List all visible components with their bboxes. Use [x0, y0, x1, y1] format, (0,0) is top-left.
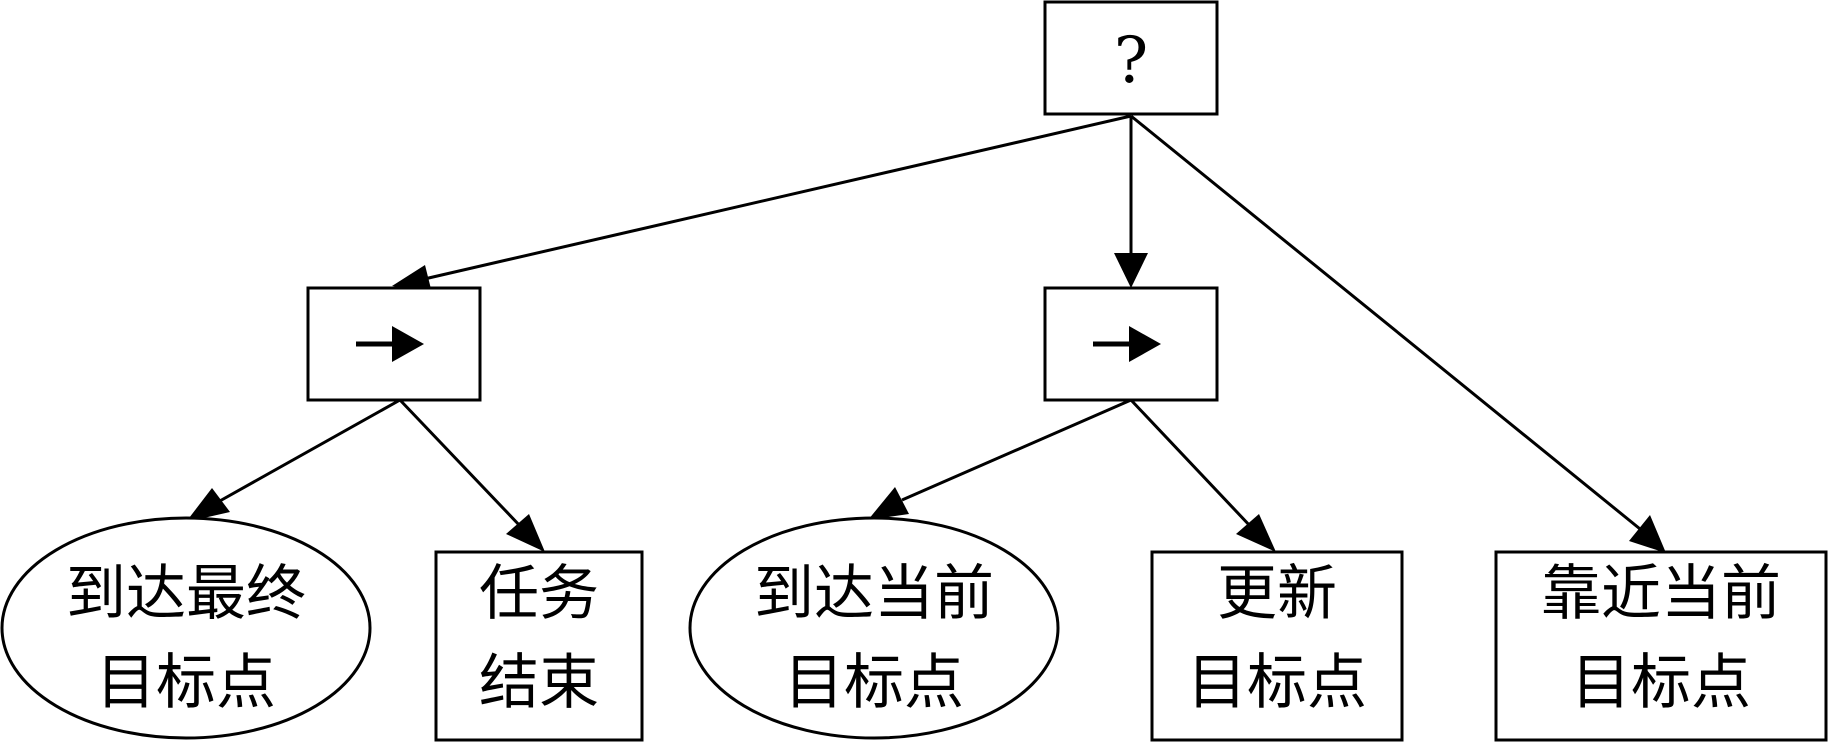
node-label-line-2: 结束 [479, 648, 599, 718]
action-node-task-end: 任务 结束 [434, 550, 644, 742]
edge-sequence-2-to-update-goal [1129, 398, 1254, 530]
arrowhead-icon [868, 487, 909, 520]
node-label-line-2: 目标点 [96, 648, 276, 718]
root-selector-node: ? [1043, 0, 1219, 116]
node-label-line-1: 到达当前 [754, 559, 994, 629]
arrowhead-icon [392, 265, 432, 293]
node-label-line-1: 靠近当前 [1541, 559, 1781, 629]
edge-root-to-approach-current-goal [1130, 114, 1646, 535]
action-node-approach-current-goal: 靠近当前 目标点 [1494, 550, 1828, 742]
action-node-update-goal: 更新 目标点 [1150, 550, 1404, 742]
node-label-line-2: 目标点 [1187, 648, 1367, 718]
edges [186, 114, 1666, 553]
node-label-line-2: 目标点 [1571, 648, 1751, 718]
sequence-node-2: → [1043, 286, 1219, 402]
sequence-arrow-icon [356, 326, 424, 362]
arrowhead-icon [1629, 515, 1666, 553]
arrowhead-icon [506, 514, 545, 552]
node-label-line-1: 任务 [479, 559, 599, 629]
condition-node-reach-final-goal: 到达最终 目标点 [0, 516, 372, 740]
sequence-arrow-icon [1093, 326, 1161, 362]
edge-sequence-2-to-reach-current-goal [901, 398, 1132, 502]
arrowhead-icon [1114, 253, 1148, 288]
node-label-line-1: 到达最终 [66, 559, 306, 629]
arrowhead-icon [1236, 514, 1276, 552]
node-label-line-2: 目标点 [784, 648, 964, 718]
sequence-node-1: → [306, 286, 482, 402]
selector-symbol: ? [1114, 24, 1148, 98]
arrowhead-icon [186, 488, 230, 522]
edge-root-to-sequence-1 [419, 114, 1132, 282]
edge-sequence-1-to-task-end [398, 398, 524, 530]
condition-node-reach-current-goal: 到达当前 目标点 [688, 516, 1060, 740]
node-label-line-1: 更新 [1217, 559, 1337, 629]
edge-sequence-1-to-reach-final-goal [217, 398, 401, 504]
